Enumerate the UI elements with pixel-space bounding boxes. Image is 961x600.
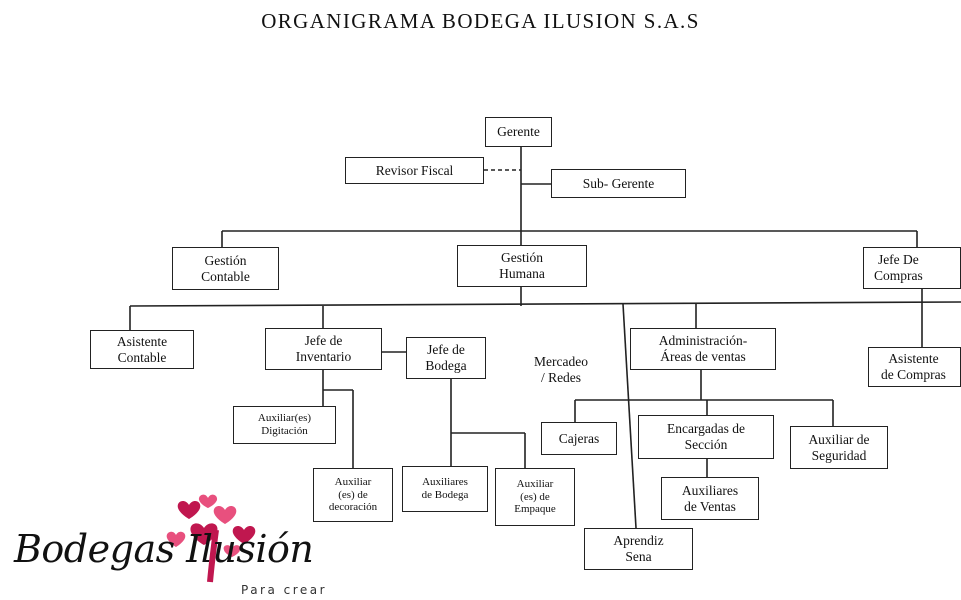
node-cajeras: Cajeras xyxy=(541,422,617,455)
node-revisor-fiscal: Revisor Fiscal xyxy=(345,157,484,184)
logo-wordmark: Bodegas Ilusión xyxy=(14,527,314,571)
node-auxiliares-digitacion: Auxiliar(es)Digitación xyxy=(233,406,336,444)
node-mercadeo-redes: Mercadeo/ Redes xyxy=(534,354,588,385)
logo-tagline: Para crear xyxy=(241,583,328,597)
bodegas-ilusion-logo xyxy=(166,494,256,583)
node-sub-gerente: Sub- Gerente xyxy=(551,169,686,198)
heart-tree-icon xyxy=(166,494,256,583)
node-gerente: Gerente xyxy=(485,117,552,147)
node-administracion-areas-ventas: Administración-Áreas de ventas xyxy=(630,328,776,370)
chart-title: ORGANIGRAMA BODEGA ILUSION S.A.S xyxy=(261,9,700,33)
